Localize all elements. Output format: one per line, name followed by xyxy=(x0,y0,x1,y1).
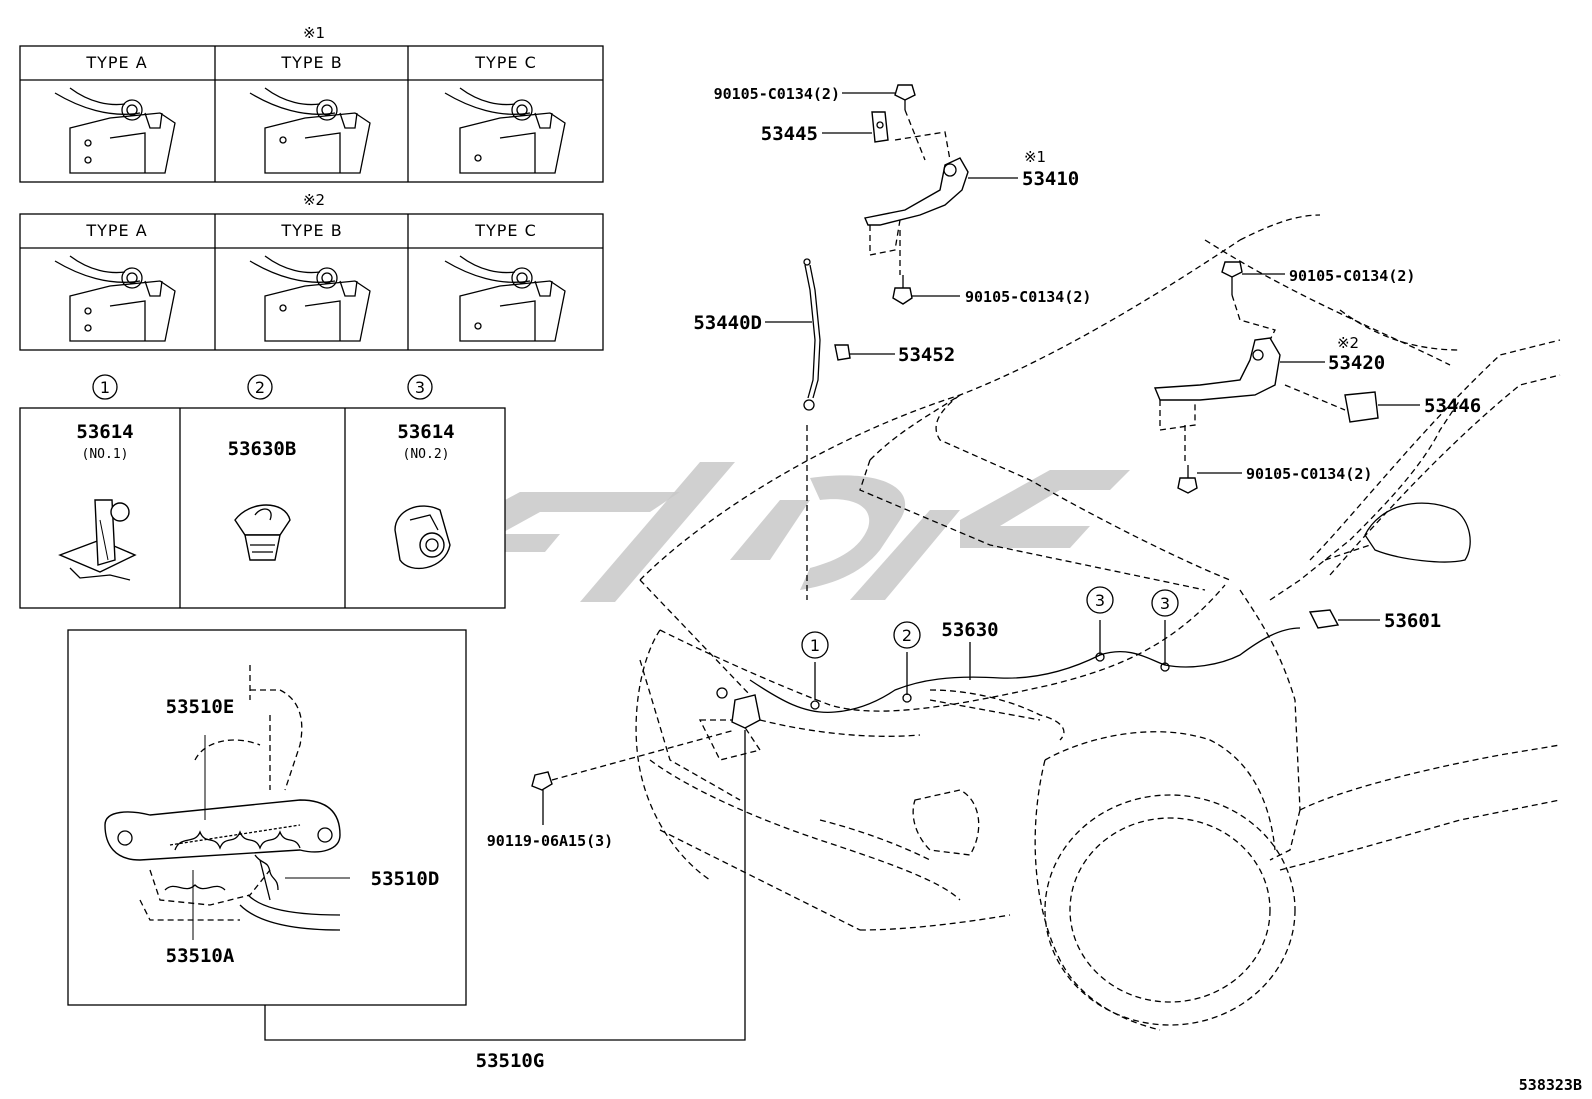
detail-label-a: 53510E xyxy=(166,696,235,718)
callouts: 90105-C0134(2) 53445 ※1 53410 90105-C013… xyxy=(487,85,1481,850)
clip2-part: 53630B xyxy=(228,438,297,460)
hinge-sketch-1b xyxy=(249,87,371,174)
harness-marker-3b: 3 xyxy=(1160,594,1170,613)
assembly-bracket: 53510G xyxy=(264,730,746,1072)
callout-lock-bolt: 90119-06A15(3) xyxy=(487,832,613,850)
callout-bolt-top: 90105-C0134(2) xyxy=(714,85,840,103)
callout-release-cable: 53630 xyxy=(941,619,998,641)
callout-hinge-left: 53410 xyxy=(1022,168,1079,190)
clip3-part: 53614 xyxy=(397,421,454,443)
variant-table-2: ※2 TYPE A TYPE B TYPE C xyxy=(19,191,604,351)
callout-prop-rod: 53440D xyxy=(693,312,762,334)
detail-label-c: 53510A xyxy=(166,945,235,967)
watermark-logo xyxy=(445,462,1130,602)
hinge-sketch-2b xyxy=(249,255,371,342)
hinge-sketch-2c xyxy=(444,255,566,342)
hinge-sketch-1a xyxy=(54,87,176,174)
clip-num-3: 3 xyxy=(415,378,425,397)
callout-bolt-left-lower: 90105-C0134(2) xyxy=(965,288,1091,306)
callout-hinge-left-mark: ※1 xyxy=(1024,148,1046,166)
clip1-part: 53614 xyxy=(76,421,133,443)
callout-bracket-left: 53445 xyxy=(761,123,818,145)
hood-lock-detail: 53510E 53510D 53510A xyxy=(67,629,467,1006)
diagram-id: 538323B xyxy=(1519,1076,1582,1094)
variant-mark-2: ※2 xyxy=(303,191,325,209)
clip3-sub: (NO.2) xyxy=(403,447,450,462)
callout-bolt-right-top: 90105-C0134(2) xyxy=(1289,267,1415,285)
callout-bracket-right: 53446 xyxy=(1424,395,1481,417)
table1-type-b: TYPE B xyxy=(280,53,342,72)
variant-table-1: ※1 TYPE A TYPE B TYPE C xyxy=(19,24,604,183)
assembly-label: 53510G xyxy=(476,1050,545,1072)
clip-no2-sketch xyxy=(234,504,291,561)
table1-type-a: TYPE A xyxy=(85,53,147,72)
harness-marker-2: 2 xyxy=(902,626,912,645)
release-cable: 1 2 3 3 xyxy=(639,425,1301,729)
clip1-sub: (NO.1) xyxy=(82,447,129,462)
hinge-sketch-1c xyxy=(444,87,566,174)
hinge-sketch-2a xyxy=(54,255,176,342)
clip-no2b-sketch xyxy=(394,505,451,570)
callout-hinge-right-mark: ※2 xyxy=(1337,334,1359,352)
vehicle-outline xyxy=(635,214,1561,1031)
harness-marker-1: 1 xyxy=(810,636,820,655)
hinge-right-assembly xyxy=(1153,261,1379,629)
harness-marker-3a: 3 xyxy=(1095,591,1105,610)
table2-type-b: TYPE B xyxy=(280,221,342,240)
callout-lever: 53601 xyxy=(1384,610,1441,632)
detail-label-b: 53510D xyxy=(371,868,440,890)
hinge-left-assembly xyxy=(803,84,969,411)
clip-num-1: 1 xyxy=(100,378,110,397)
table2-type-c: TYPE C xyxy=(474,221,537,240)
clip-num-2: 2 xyxy=(255,378,265,397)
callout-hinge-right: 53420 xyxy=(1328,352,1385,374)
variant-mark-1: ※1 xyxy=(303,24,325,42)
callout-prop-clip: 53452 xyxy=(898,344,955,366)
clips-table: 1 2 3 53614 (NO.1) 53630B 53614 (NO.2) xyxy=(19,374,506,609)
table1-type-c: TYPE C xyxy=(474,53,537,72)
callout-bolt-right-lower: 90105-C0134(2) xyxy=(1246,465,1372,483)
table2-type-a: TYPE A xyxy=(85,221,147,240)
clip-no1-sketch xyxy=(58,499,137,581)
